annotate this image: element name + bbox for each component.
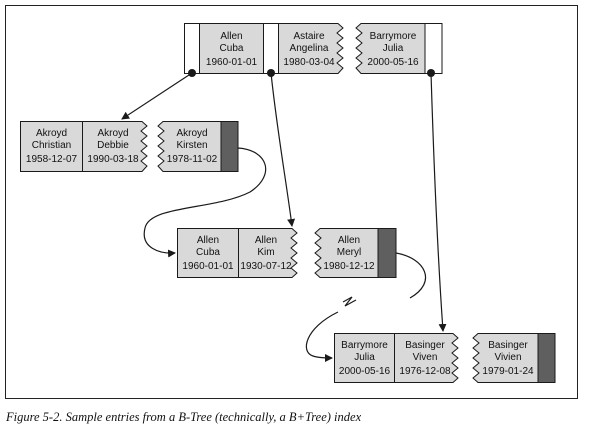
entry-cell xyxy=(355,23,426,74)
entry-cell xyxy=(82,121,148,172)
entry-last-name: Basinger xyxy=(488,340,528,351)
entry-first-name: Debbie xyxy=(97,140,129,151)
root-node: Allen Cuba 1960-01-01 Astaire Angelina 1… xyxy=(184,23,443,74)
entry-cell xyxy=(472,333,539,383)
entry-dob: 1980-03-04 xyxy=(283,57,335,68)
root-pointer-slot xyxy=(263,23,279,74)
leaf-chain-link xyxy=(395,252,427,299)
entry-last-name: Allen xyxy=(255,235,277,246)
leaf-chain-link xyxy=(143,147,267,258)
entry-last-name: Basinger xyxy=(405,340,445,351)
entry-dob: 1960-01-01 xyxy=(182,261,234,272)
entry-first-name: Kirsten xyxy=(176,140,207,151)
entry-first-name: Angelina xyxy=(290,43,329,54)
entry-last-name: Astaire xyxy=(293,31,325,42)
entry-first-name: Meryl xyxy=(337,247,361,258)
leaf-next-pointer xyxy=(220,121,239,172)
entry-dob: 1979-01-24 xyxy=(482,366,534,377)
root-entry: Astaire Angelina 1980-03-04 xyxy=(278,23,344,74)
entry-dob: 1978-11-02 xyxy=(167,154,218,165)
entry-first-name: Cuba xyxy=(196,247,220,258)
entry-cell xyxy=(157,121,222,172)
entry-first-name: Julia xyxy=(383,43,404,54)
leaf-chain-link xyxy=(305,311,339,362)
entry-dob: 2000-05-16 xyxy=(367,57,419,68)
pointer-arrow xyxy=(270,72,296,227)
figure-frame xyxy=(5,5,578,399)
entry-cell xyxy=(394,333,459,383)
leaf-node-3: Barrymore Julia 2000-05-16 Basinger Vive… xyxy=(334,333,556,383)
leaf-next-pointer xyxy=(537,333,556,383)
entry-dob: 1960-01-01 xyxy=(206,57,258,68)
entry-last-name: Barrymore xyxy=(341,340,388,351)
chain-break-mark xyxy=(342,296,357,307)
entry-cell xyxy=(238,228,298,278)
root-entry: Allen Cuba 1960-01-01 xyxy=(199,23,264,74)
entry-first-name: Julia xyxy=(354,352,375,363)
entry-cell xyxy=(314,228,379,278)
entry-last-name: Akroyd xyxy=(97,128,128,139)
entry-dob: 1976-12-08 xyxy=(399,366,451,377)
entry-cell xyxy=(199,23,264,74)
leaf-next-pointer xyxy=(377,228,397,278)
entry-last-name: Allen xyxy=(197,235,219,246)
root-pointer-slot xyxy=(184,23,200,74)
entry-cell xyxy=(177,228,239,278)
pointer-arrow xyxy=(121,72,193,120)
entry-last-name: Akroyd xyxy=(36,128,67,139)
entry-cell xyxy=(334,333,395,383)
entry-cell xyxy=(20,121,83,172)
entry-dob: 1930-07-12 xyxy=(240,261,292,272)
entry-cell xyxy=(278,23,344,74)
leaf-node-2: Allen Cuba 1960-01-01 Allen Kim 1930-07-… xyxy=(177,228,397,278)
entry-first-name: Kim xyxy=(257,247,274,258)
entry-first-name: Vivien xyxy=(494,352,521,363)
entry-last-name: Allen xyxy=(338,235,360,246)
root-pointer-slot xyxy=(424,23,443,74)
entry-last-name: Akroyd xyxy=(176,128,207,139)
entry-dob: 2000-05-16 xyxy=(339,366,391,377)
entry-first-name: Christian xyxy=(32,140,71,151)
root-entry: Barrymore Julia 2000-05-16 xyxy=(355,23,443,74)
entry-dob: 1958-12-07 xyxy=(26,154,78,165)
pointer-arrow xyxy=(430,72,447,332)
entry-dob: 1990-03-18 xyxy=(87,154,139,165)
entry-last-name: Allen xyxy=(220,31,242,42)
figure-caption: Figure 5-2. Sample entries from a B-Tree… xyxy=(6,410,362,424)
entry-dob: 1980-12-12 xyxy=(323,261,375,272)
entry-last-name: Barrymore xyxy=(370,31,417,42)
entry-first-name: Cuba xyxy=(220,43,244,54)
entry-first-name: Viven xyxy=(413,352,438,363)
leaf-node-1: Akroyd Christian 1958-12-07 Akroyd Debbi… xyxy=(20,121,239,172)
